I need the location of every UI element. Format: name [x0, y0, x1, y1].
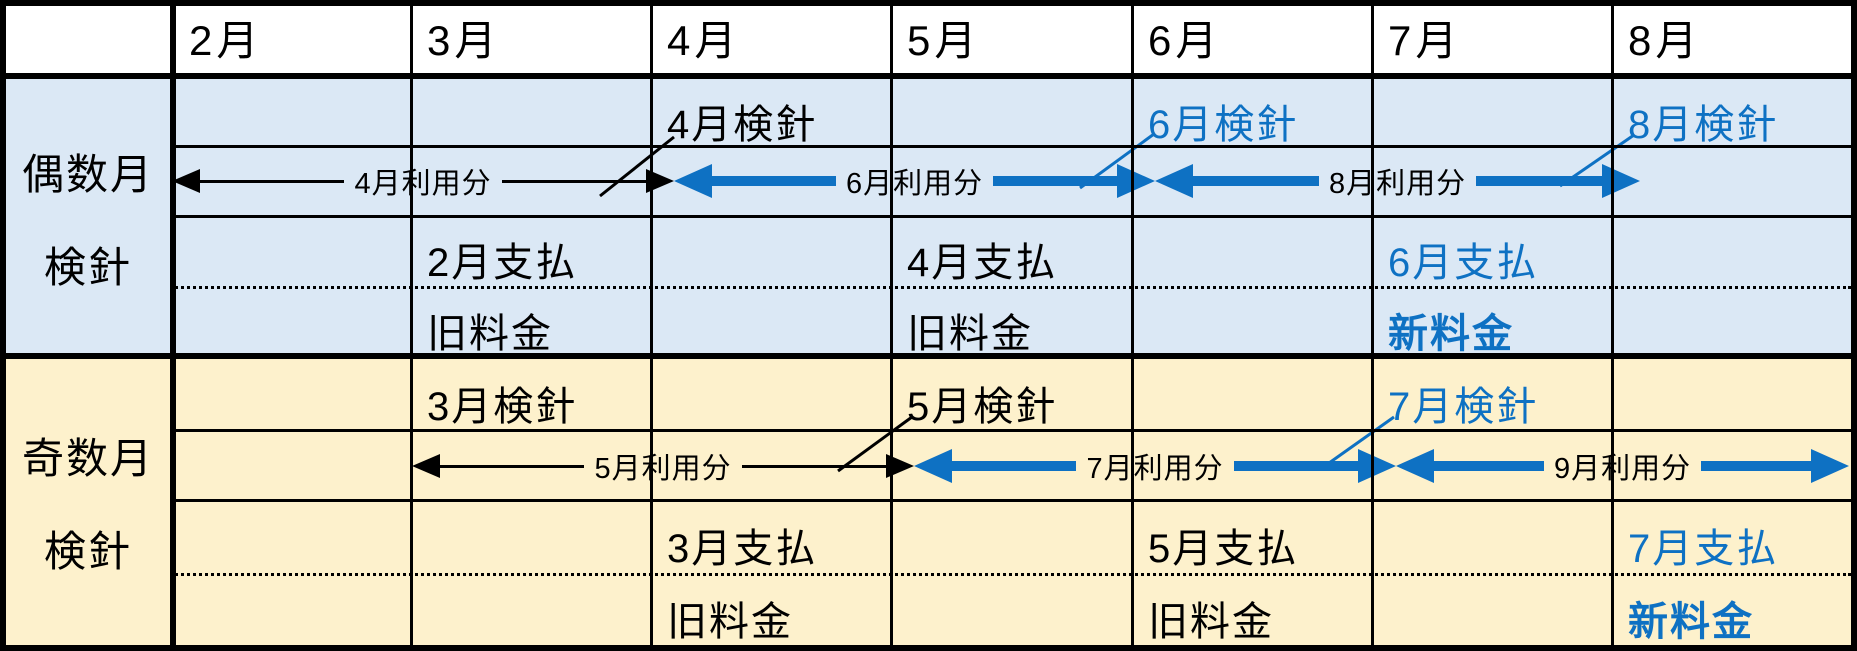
odd-payment-mar: 3月支払: [667, 527, 818, 571]
even-fee-old-2: 旧料金: [907, 312, 1033, 356]
column-line-apr-may: [890, 6, 893, 645]
even-row-divider-1: [170, 145, 1851, 148]
month-header-jul: 7月: [1388, 17, 1462, 64]
arrowhead-left-icon: [172, 169, 200, 193]
even-payment-feb: 2月支払: [427, 241, 578, 285]
odd-fee-old-2: 旧料金: [1148, 600, 1274, 644]
odd-usage-arrow-jul: 7月利用分: [914, 448, 1397, 485]
odd-payment-may: 5月支払: [1148, 527, 1299, 571]
even-usage-arrow-apr: 4月利用分: [172, 163, 675, 200]
even-reading-aug: 8月検針: [1628, 103, 1779, 147]
month-header-aug: 8月: [1628, 17, 1702, 64]
header-row-border: [6, 73, 1851, 79]
even-fee-old-1: 旧料金: [427, 312, 553, 356]
odd-reading-jul: 7月検針: [1388, 385, 1539, 429]
arrowhead-right-icon: [1117, 164, 1156, 198]
odd-reading-mar: 3月検針: [427, 385, 578, 429]
arrowhead-right-icon: [1602, 164, 1641, 198]
even-reading-jun: 6月検針: [1148, 103, 1299, 147]
odd-month-row-header: 奇数月 検針: [6, 358, 170, 645]
arrowhead-right-icon: [1811, 449, 1850, 483]
even-usage-arrow-jun-label: 6月利用分: [845, 168, 984, 200]
arrowhead-left-icon: [914, 449, 952, 483]
column-line-jun-jul: [1371, 6, 1374, 645]
odd-month-label-line2: 検針: [43, 527, 132, 575]
odd-usage-arrow-jul-label: 7月利用分: [1086, 453, 1224, 485]
even-month-section-background: [6, 78, 1851, 358]
arrowhead-left-icon: [1396, 449, 1434, 483]
odd-fee-new: 新料金: [1628, 600, 1754, 644]
even-payment-jun: 6月支払: [1388, 241, 1539, 285]
month-header-mar: 3月: [427, 17, 501, 64]
header-column-border: [170, 6, 176, 645]
even-month-row-header: 偶数月 検針: [6, 78, 170, 358]
even-row-divider-2: [170, 215, 1851, 218]
even-reading-apr: 4月検針: [667, 103, 818, 147]
even-month-label-line1: 偶数月: [21, 151, 154, 198]
arrowhead-right-icon: [1358, 449, 1397, 483]
odd-fee-old-1: 旧料金: [667, 600, 793, 644]
odd-usage-arrow-may: 5月利用分: [412, 448, 915, 485]
even-usage-arrow-jun: 6月利用分: [674, 163, 1156, 200]
even-usage-arrow-apr-label: 4月利用分: [354, 168, 492, 200]
odd-usage-arrow-may-label: 5月利用分: [594, 453, 732, 485]
odd-month-label-line1: 奇数月: [21, 434, 154, 482]
column-line-jul-aug: [1611, 6, 1614, 645]
even-odd-section-border: [6, 353, 1851, 359]
even-month-label-line2: 検針: [43, 244, 132, 291]
column-line-may-jun: [1131, 6, 1134, 645]
odd-row-divider-2: [170, 499, 1851, 502]
month-header-jun: 6月: [1148, 17, 1222, 64]
odd-fee-dotted-divider: [170, 573, 1851, 576]
even-usage-arrow-aug-label: 8月利用分: [1328, 168, 1467, 200]
odd-row-divider-1: [170, 429, 1851, 432]
even-fee-dotted-divider: [170, 286, 1851, 289]
even-fee-new: 新料金: [1388, 312, 1514, 356]
column-line-feb-mar: [410, 6, 413, 645]
even-payment-apr: 4月支払: [907, 241, 1058, 285]
odd-payment-jul: 7月支払: [1628, 527, 1779, 571]
month-header-may: 5月: [907, 17, 981, 64]
month-header-feb: 2月: [189, 17, 263, 64]
odd-usage-arrow-sep: 9月利用分: [1396, 448, 1850, 485]
even-usage-arrow-aug: 8月利用分: [1155, 163, 1641, 200]
arrowhead-left-icon: [674, 164, 712, 198]
odd-usage-arrow-sep-label: 9月利用分: [1553, 453, 1692, 485]
arrowhead-left-icon: [1155, 164, 1193, 198]
odd-reading-may: 5月検針: [907, 385, 1058, 429]
arrowhead-left-icon: [412, 454, 440, 478]
column-line-mar-apr: [650, 6, 653, 645]
month-header-apr: 4月: [667, 17, 741, 64]
